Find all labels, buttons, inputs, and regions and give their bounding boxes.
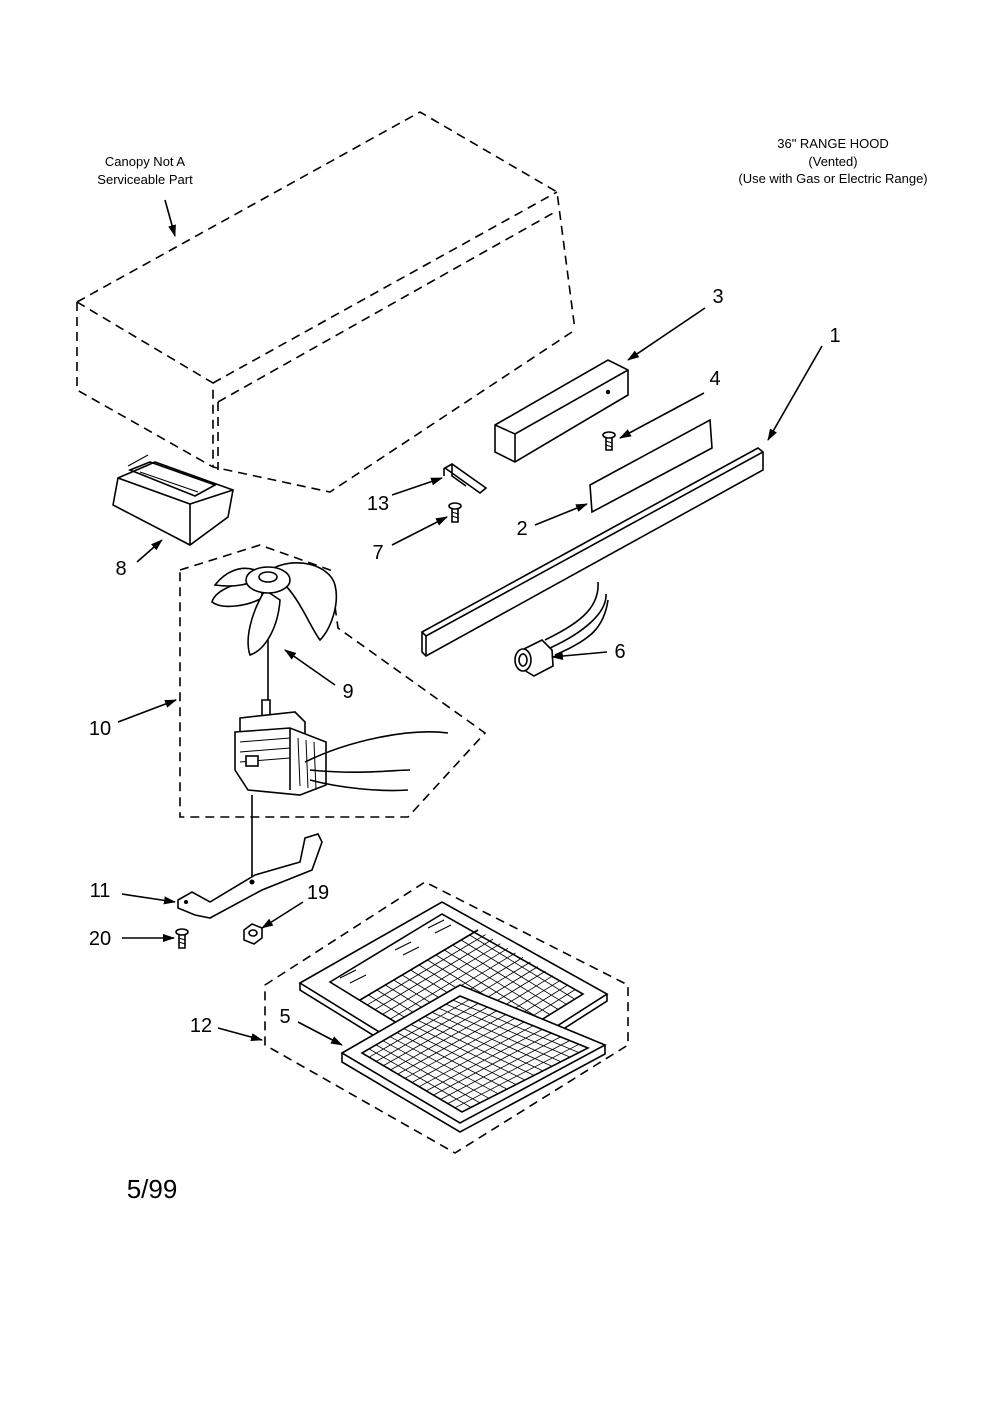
title-line3: (Use with Gas or Electric Range) [738, 171, 927, 186]
canopy-note: Canopy Not A Serviceable Part [97, 154, 193, 187]
part-7-screw [448, 502, 462, 523]
part-10-motor-assembly-outline [179, 544, 487, 818]
part-6-lamp-socket [514, 581, 609, 677]
part-8-duct-connector [112, 454, 234, 546]
part-13-bracket [443, 463, 488, 495]
part-11-motor-bracket [177, 833, 323, 919]
part-9-fan-blade [211, 562, 338, 700]
callout-3: 3 [712, 286, 723, 308]
part-5-lower-filter [340, 984, 607, 1133]
canopy-note-line1: Canopy Not A [105, 154, 186, 169]
callout-7: 7 [372, 542, 383, 564]
callout-6: 6 [614, 641, 625, 663]
part-3-channel [494, 359, 629, 463]
canopy-outline [76, 111, 576, 493]
part-2-plate [589, 418, 713, 514]
canopy-note-arrow [164, 199, 176, 237]
canopy-note-line2: Serviceable Part [97, 172, 193, 187]
callout-19: 19 [307, 882, 329, 904]
callout-2: 2 [516, 518, 527, 540]
part-1-trim-strip [421, 447, 764, 657]
part-12-filter-set-outline [264, 881, 629, 1154]
lower-filter-mesh [368, 999, 580, 1109]
callout-5: 5 [279, 1006, 290, 1028]
title-line2: (Vented) [808, 154, 857, 169]
callout-8: 8 [115, 558, 126, 580]
callout-13: 13 [367, 493, 389, 515]
callout-1: 1 [829, 325, 840, 347]
callout-9: 9 [342, 681, 353, 703]
callout-20: 20 [89, 928, 111, 950]
part-20-screw [175, 928, 189, 949]
part-4-screw [602, 431, 616, 451]
date-code: 5/99 [127, 1174, 178, 1204]
callout-4: 4 [709, 368, 720, 390]
callout-12: 12 [190, 1015, 212, 1037]
callouts: 3 1 4 13 2 7 8 6 9 10 11 19 20 12 5 [89, 286, 841, 1046]
title-line1: 36" RANGE HOOD [777, 136, 889, 151]
motor [234, 699, 449, 880]
callout-10: 10 [89, 718, 111, 740]
callout-11: 11 [90, 880, 111, 902]
part-19-nut [243, 923, 263, 945]
diagram-title: 36" RANGE HOOD (Vented) (Use with Gas or… [738, 136, 927, 186]
